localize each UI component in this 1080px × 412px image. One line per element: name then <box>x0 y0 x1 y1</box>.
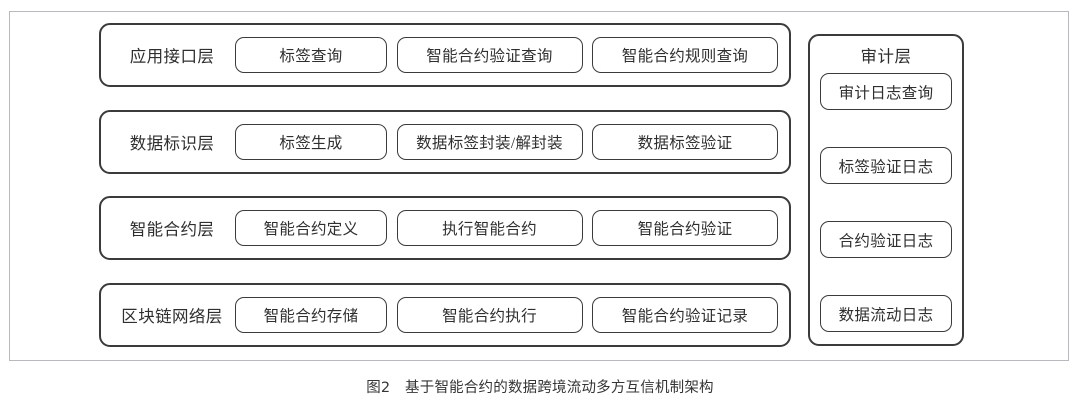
layer-title: 应用接口层 <box>129 47 215 66</box>
layer-cells: 智能合约定义 执行智能合约 智能合约验证 <box>227 198 779 258</box>
layer-cell[interactable]: 智能合约验证查询 <box>396 37 583 73</box>
layer-row-smart-contract: 智能合约层 智能合约定义 执行智能合约 智能合约验证 <box>99 196 791 261</box>
layer-cell[interactable]: 数据标签验证 <box>592 123 778 160</box>
layer-cell[interactable]: 智能合约执行 <box>396 296 583 333</box>
layer-cell[interactable]: 执行智能合约 <box>396 210 583 247</box>
layer-row-data-identification: 数据标识层 标签生成 数据标签封装/解封装 数据标签验证 <box>99 109 791 174</box>
layer-cell[interactable]: 智能合约验证记录 <box>592 296 778 333</box>
layer-stack: 应用接口层 标签查询 智能合约验证查询 智能合约规则查询 数据标识层 标签生成 … <box>99 23 791 347</box>
audit-cell[interactable]: 标签验证日志 <box>820 147 952 184</box>
layer-cells: 智能合约存储 智能合约执行 智能合约验证记录 <box>227 285 779 345</box>
audit-layer-items: 审计日志查询 标签验证日志 合约验证日志 数据流动日志 <box>810 73 962 334</box>
layer-title: 智能合约层 <box>129 220 215 240</box>
layer-title: 数据标识层 <box>129 133 215 153</box>
layer-cell[interactable]: 智能合约规则查询 <box>592 37 778 73</box>
audit-cell[interactable]: 数据流动日志 <box>820 295 952 332</box>
layer-cell[interactable]: 智能合约验证 <box>592 210 778 247</box>
audit-cell[interactable]: 合约验证日志 <box>820 221 952 258</box>
layer-cell[interactable]: 标签查询 <box>235 37 387 73</box>
figure-caption: 图2 基于智能合约的数据跨境流动多方互信机制架构 <box>366 380 714 396</box>
diagram-body: 应用接口层 标签查询 智能合约验证查询 智能合约规则查询 数据标识层 标签生成 … <box>99 23 964 347</box>
audit-layer-column: 审计层 审计日志查询 标签验证日志 合约验证日志 数据流动日志 <box>808 34 964 346</box>
layer-cell[interactable]: 标签生成 <box>235 123 387 160</box>
layer-row-blockchain-network: 区块链网络层 智能合约存储 智能合约执行 智能合约验证记录 <box>99 282 791 347</box>
audit-cell[interactable]: 审计日志查询 <box>820 73 952 110</box>
layer-cells: 标签生成 数据标签封装/解封装 数据标签验证 <box>227 112 779 172</box>
audit-layer-title: 审计层 <box>860 47 912 66</box>
layer-cell[interactable]: 智能合约定义 <box>235 210 387 247</box>
layer-cell[interactable]: 智能合约存储 <box>235 296 387 333</box>
layer-title: 区块链网络层 <box>121 306 223 326</box>
layer-cell[interactable]: 数据标签封装/解封装 <box>396 123 583 160</box>
layer-row-application-interface: 应用接口层 标签查询 智能合约验证查询 智能合约规则查询 <box>99 23 791 87</box>
layer-cells: 标签查询 智能合约验证查询 智能合约规则查询 <box>227 25 779 85</box>
